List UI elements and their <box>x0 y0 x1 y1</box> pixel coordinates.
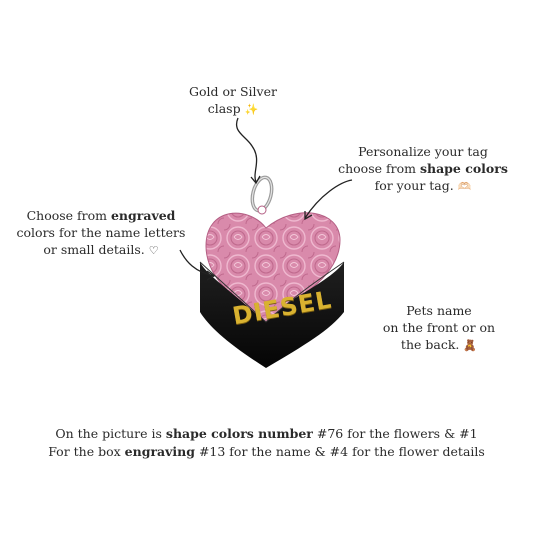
heart-box-shape <box>200 262 344 368</box>
footer-caption: On the picture is shape colors number #7… <box>48 426 485 459</box>
sparkles-icon: ✨ <box>244 103 259 116</box>
engraved-colors-note: Choose from engraved colors for the name… <box>16 208 186 257</box>
teddy-bear-icon: 🧸 <box>463 339 478 352</box>
heart-hands-icon: 🫶🏻 <box>457 180 472 193</box>
pets-name-note: Pets name on the front or on the back. 🧸 <box>382 303 496 352</box>
clasp-note: Gold or Silver clasp ✨ <box>189 84 277 116</box>
shape-colors-note: Personalize your tag choose from shape c… <box>338 144 508 193</box>
heart-icon: ♡ <box>148 244 159 257</box>
pointer-arrows <box>179 117 353 281</box>
